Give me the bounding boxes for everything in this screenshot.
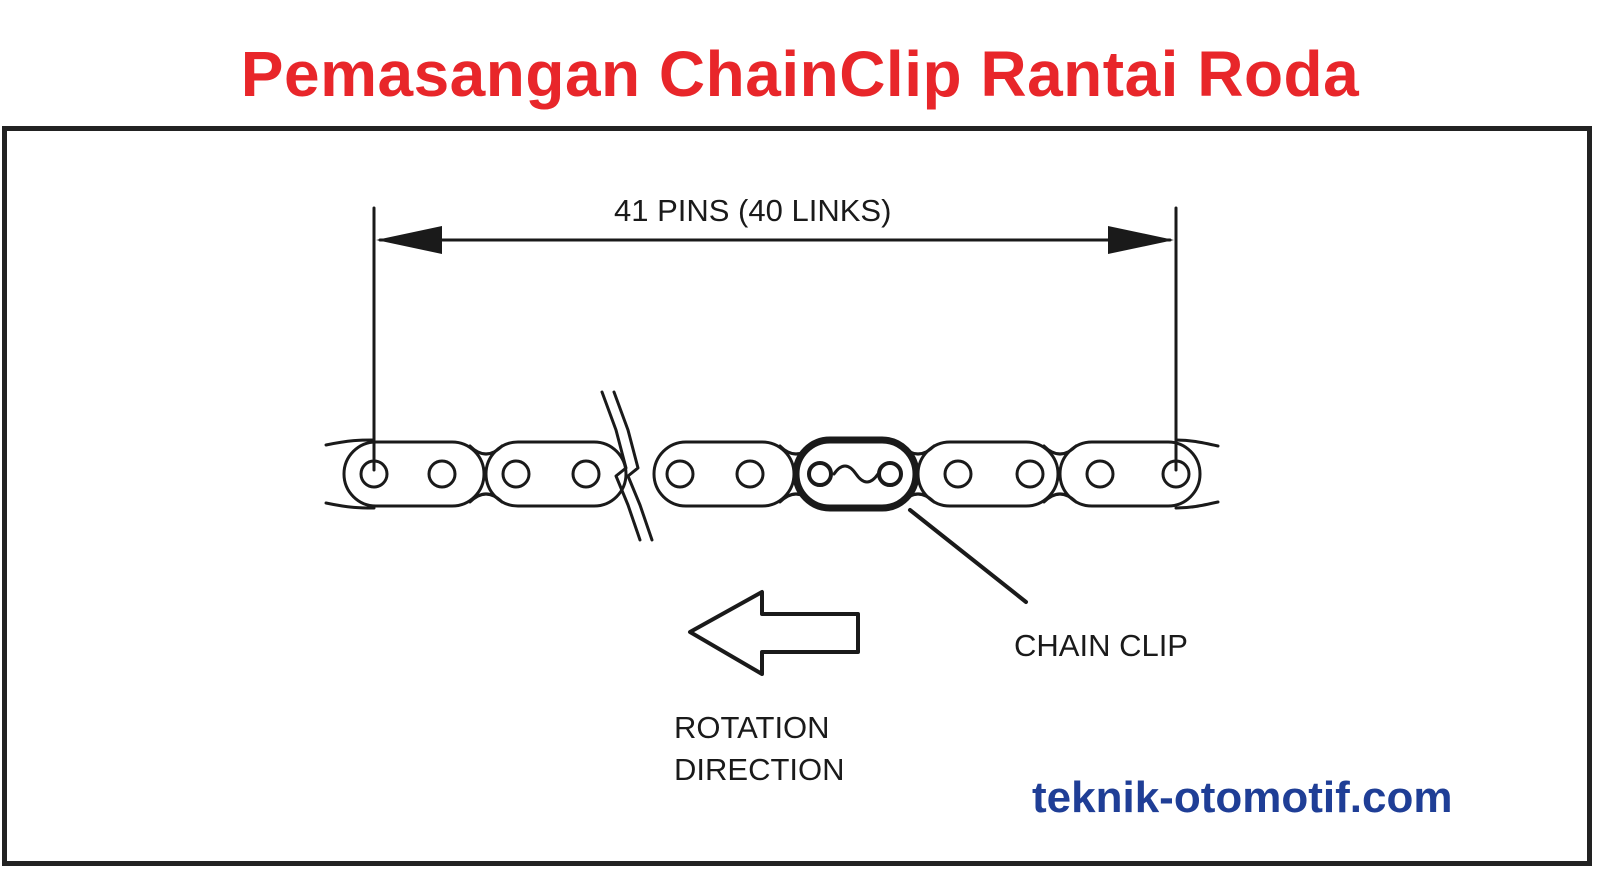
roller-chain	[324, 436, 1220, 512]
left-arrow-outline-icon	[688, 590, 860, 676]
chain-break-icon	[600, 390, 654, 542]
website-watermark: teknik-otomotif.com	[1032, 773, 1453, 822]
dimension-label: 41 PINS (40 LINKS)	[614, 193, 891, 228]
page-title: Pemasangan ChainClip Rantai Roda	[240, 38, 1360, 110]
rotation-label-line1: ROTATION	[674, 710, 830, 745]
dimension-line	[376, 226, 1174, 254]
rotation-label-line2: DIRECTION	[674, 752, 845, 787]
diagram-frame	[2, 126, 1592, 866]
chain-clip-leader-line	[908, 508, 1028, 604]
chain-clip-label: CHAIN CLIP	[1014, 628, 1188, 663]
